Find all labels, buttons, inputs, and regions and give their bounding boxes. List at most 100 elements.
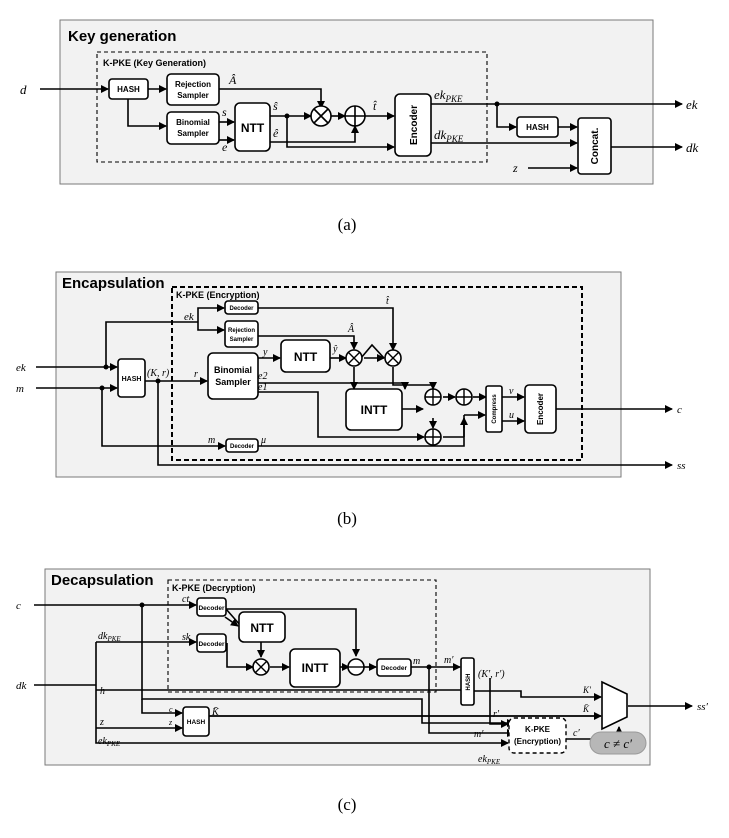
svg-text:Sampler: Sampler xyxy=(177,91,209,100)
svg-text:Sampler: Sampler xyxy=(230,337,254,343)
svg-text:dkPKE: dkPKE xyxy=(98,631,121,643)
panel-a-concat-block xyxy=(577,117,612,175)
panel-a-encoder-block xyxy=(394,93,432,157)
panel-b-c-output: c xyxy=(677,404,682,416)
svg-text:c: c xyxy=(16,600,21,612)
svg-text:HASH: HASH xyxy=(187,719,206,726)
svg-text:h: h xyxy=(100,686,105,697)
svg-text:m: m xyxy=(413,656,420,667)
panel-a-ntt-label: NTT xyxy=(241,121,265,135)
svg-text:Decoder: Decoder xyxy=(229,306,254,312)
panel-c-hash2-block xyxy=(182,706,210,737)
panel-a-ek-output: ek xyxy=(686,97,698,112)
svg-text:e: e xyxy=(222,140,228,154)
svg-text:ct: ct xyxy=(182,594,189,605)
panel-b-encoder-block xyxy=(524,384,557,434)
svg-text:ŷ: ŷ xyxy=(332,344,338,355)
svg-text:Binomial: Binomial xyxy=(214,365,252,375)
svg-text:ek: ek xyxy=(184,311,195,323)
svg-text:t̂: t̂ xyxy=(373,99,377,113)
panel-a-hash2-block xyxy=(516,116,559,138)
svg-text:dkPKE: dkPKE xyxy=(434,127,464,144)
svg-text:Decoder: Decoder xyxy=(198,605,224,612)
panel-a-dk-output: dk xyxy=(686,140,699,155)
panel-c-kpke-encryption-block xyxy=(508,717,567,754)
panel-a-binomial-sampler-block xyxy=(166,111,220,145)
panel-b-rejection-sampler-block xyxy=(224,320,259,348)
svg-text:m: m xyxy=(208,435,215,446)
panel-b-binomial-sampler-block xyxy=(207,352,259,400)
svg-text:Decoder: Decoder xyxy=(230,444,255,450)
panel-c-kpke-region xyxy=(167,579,437,693)
panel-b-encapsulation: Encapsulation K-PKE (Encryption) xyxy=(16,271,686,528)
panel-a-ntt-block xyxy=(234,102,271,152)
svg-text:m: m xyxy=(16,383,24,395)
panel-c-hash-block xyxy=(460,657,475,706)
panel-a-background xyxy=(59,19,654,185)
svg-text:Encoder: Encoder xyxy=(536,393,545,425)
panel-b-decoder-bottom-block xyxy=(225,438,259,453)
svg-text:(K, r): (K, r) xyxy=(147,368,170,379)
svg-text:m′: m′ xyxy=(474,729,484,740)
svg-text:z: z xyxy=(512,161,518,175)
panel-c-decapsulation: Decapsulation K-PKE (Decryption) De xyxy=(16,568,709,814)
svg-text:Â: Â xyxy=(228,73,237,87)
svg-text:Sampler: Sampler xyxy=(177,129,209,138)
panel-b-add-node-2 xyxy=(455,388,473,406)
panel-a-add-node xyxy=(344,105,366,127)
svg-text:ê: ê xyxy=(273,126,279,140)
panel-b-add-node-3 xyxy=(424,428,442,446)
svg-text:HASH: HASH xyxy=(122,376,142,383)
panel-a-encoder-label: Encoder xyxy=(409,105,420,145)
panel-c-subtract-node xyxy=(347,658,365,676)
panel-a-caption: (a) xyxy=(338,215,357,234)
panel-b-intt-block xyxy=(345,388,403,431)
svg-text:e1: e1 xyxy=(258,382,267,393)
svg-text:y: y xyxy=(262,347,268,358)
svg-text:K̄: K̄ xyxy=(211,706,220,718)
svg-text:r′: r′ xyxy=(493,709,500,720)
svg-text:NTT: NTT xyxy=(294,350,318,364)
panel-c-subtitle: K-PKE (Decryption) xyxy=(172,583,256,593)
panel-a-subtitle: K-PKE (Key Generation) xyxy=(103,58,206,68)
panel-b-background xyxy=(55,271,622,478)
panel-b-ntt-block xyxy=(280,339,331,373)
svg-text:INTT: INTT xyxy=(302,661,329,675)
panel-a-concat-label: Concat. xyxy=(590,127,601,164)
panel-a-hash2-label: HASH xyxy=(526,123,549,132)
panel-c-ntt-block xyxy=(238,611,286,643)
panel-c-compare-badge xyxy=(589,731,647,755)
panel-c-decoder-m-block xyxy=(376,658,412,677)
svg-text:r: r xyxy=(194,369,198,380)
panel-b-multiply-node-1 xyxy=(345,349,363,367)
svg-text:z: z xyxy=(168,718,173,727)
svg-text:(K′, r′): (K′, r′) xyxy=(478,669,505,680)
svg-text:s: s xyxy=(222,105,227,119)
svg-text:m′: m′ xyxy=(444,655,454,666)
panel-b-caption: (b) xyxy=(337,509,357,528)
panel-b-kpke-region xyxy=(171,286,583,461)
panel-b-add-node-1 xyxy=(424,388,442,406)
svg-text:c ≠ c′: c ≠ c′ xyxy=(604,736,632,751)
panel-b-compress-block xyxy=(485,385,503,433)
panel-b-ss-output: ss xyxy=(677,460,686,472)
panel-a-rejection-sampler-block xyxy=(166,73,220,106)
svg-text:(Encryption): (Encryption) xyxy=(514,737,561,746)
panel-a-key-generation: Key generation K-PKE (Key Generation) HA… xyxy=(20,19,699,234)
svg-text:ekPKE: ekPKE xyxy=(434,87,463,104)
panel-a-hash-block xyxy=(108,78,149,100)
svg-text:c′: c′ xyxy=(573,728,580,739)
svg-text:K′: K′ xyxy=(582,685,592,695)
svg-text:Binomial: Binomial xyxy=(176,118,210,127)
panel-c-intt-block xyxy=(289,648,341,688)
panel-a-kpke-region xyxy=(96,51,488,163)
svg-text:Rejection: Rejection xyxy=(228,328,255,334)
panel-b-decoder-top-block xyxy=(224,300,259,315)
panel-a-hash-label: HASH xyxy=(117,85,140,94)
svg-text:v: v xyxy=(509,386,514,397)
svg-text:u: u xyxy=(509,410,514,421)
panel-c-ss-output: ss′ xyxy=(697,701,709,713)
panel-c-title: Decapsulation xyxy=(51,572,154,589)
svg-text:ekPKE: ekPKE xyxy=(478,754,501,766)
svg-text:Rejection: Rejection xyxy=(175,80,211,89)
